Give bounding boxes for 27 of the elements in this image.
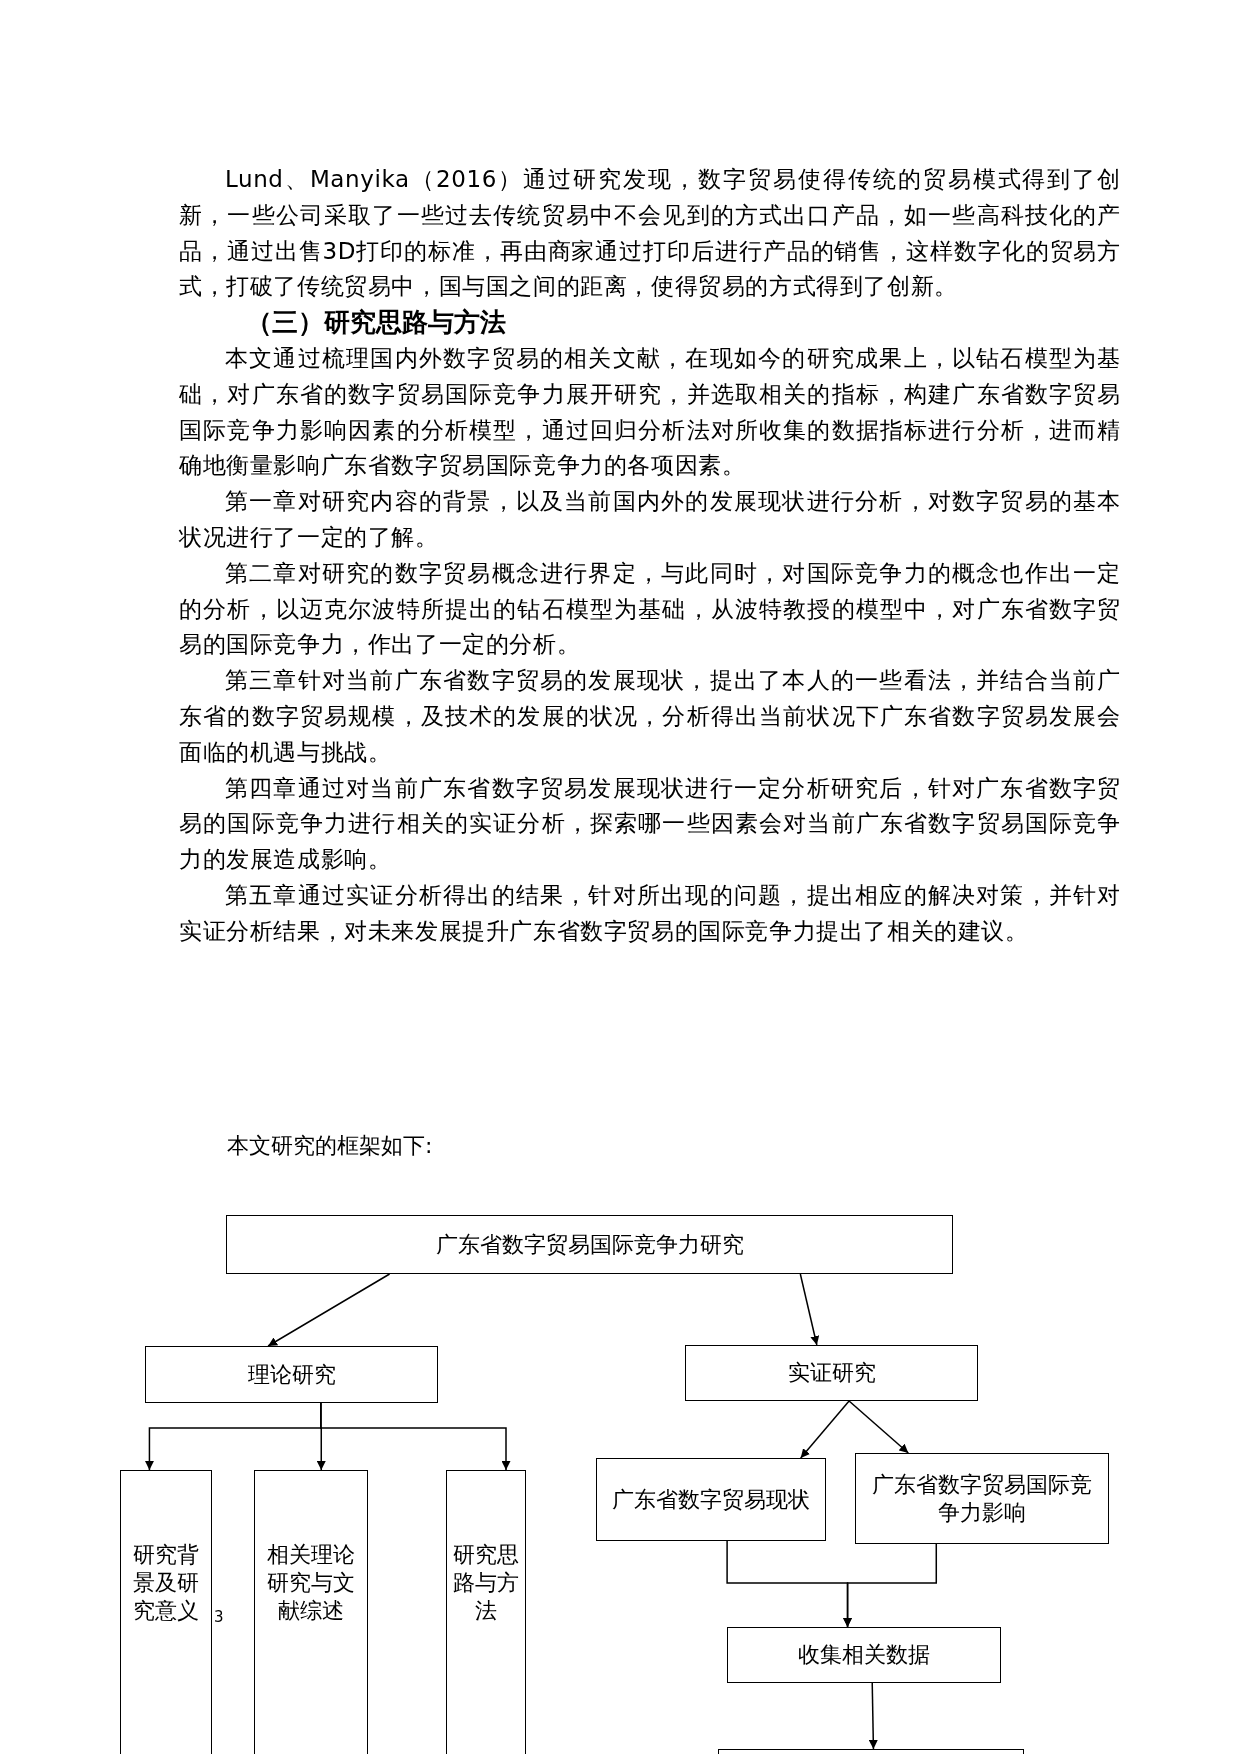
body-paragraph: 第四章通过对当前广东省数字贸易发展现状进行一定分析研究后，针对广东省数字贸易的国际竞争力进行相关的实证分析，探索哪一些因素会对当前广东省数字贸易国际竞争力的发展造成影响。 bbox=[179, 773, 1121, 875]
process-box: 理论研究 bbox=[145, 1346, 438, 1403]
process-box: 相关理论研究与文献综述 bbox=[254, 1470, 368, 1754]
intro-text: 本文研究的框架如下: bbox=[227, 1132, 433, 1160]
body-paragraph: 第二章对研究的数字贸易概念进行界定，与此同时，对国际竞争力的概念也作出一定的分析，以迈克尔波特所提出的钻石模型为基础，从波特教授的模型中，对广东省数字贸易的国际竞争力，作出了一定的分析。 bbox=[179, 558, 1121, 660]
process-box: 研究背景及研究意义 bbox=[120, 1470, 212, 1754]
body-paragraph: 第五章通过实证分析得出的结果，针对所出现的问题，提出相应的解决对策，并针对实证分析结果，对未来发展提升广东省数字贸易的国际竞争力提出了相关的建议。 bbox=[179, 880, 1121, 946]
body-paragraph: 第一章对研究内容的背景，以及当前国内外的发展现状进行分析，对数字贸易的基本状况进行了一定的了解。 bbox=[179, 487, 1121, 552]
arrow bbox=[267, 1273, 391, 1347]
page-number: 3 bbox=[214, 1608, 224, 1626]
process-box: 研究思路与方法 bbox=[446, 1470, 526, 1754]
body-paragraph: 第三章针对当前广东省数字贸易的发展现状，提出了本人的一些看法，并结合当前广东省的数字贸易规模，及技术的发展的状况，分析得出当前状况下广东省数字贸易发展会面临的机遇与挑战。 bbox=[179, 666, 1121, 767]
body-paragraph: Lund、Manyika（2016）通过研究发现，数字贸易使得传统的贸易模式得到了创新，一些公司采取了一些过去传统贸易中不会见到的方式出口产品，如一些高科技化的产品，通过出售3D打印的标准，再由商家通过打印后进行产品的销售，这样数字化的贸易方式，打破了传统贸易中，国与国之间的距离，使得贸易的方式得到了创新。 bbox=[179, 165, 1121, 302]
process-box: 收集相关数据 bbox=[727, 1627, 1001, 1683]
process-box: 广东省数字贸易国际竞争力研究 bbox=[226, 1215, 953, 1274]
process-box: 广东省数字贸易国际竞争力影响 bbox=[855, 1453, 1109, 1544]
arrow bbox=[320, 1402, 511, 1471]
arrow bbox=[848, 1400, 910, 1454]
arrow bbox=[868, 1682, 878, 1750]
arrow bbox=[843, 1543, 938, 1628]
body-paragraph: 本文通过梳理国内外数字贸易的相关文献，在现如今的研究成果上，以钻石模型为基础，对广东省的数字贸易国际竞争力展开研究，并选取相关的指标，构建广东省数字贸易国际竞争力影响因素的分析模型，通过回归分析法对所收集的数据指标进行分析，进而精确地衡量影响广东省数字贸易国际竞争力的各项因素。 bbox=[179, 344, 1121, 481]
empty-box bbox=[718, 1749, 1024, 1754]
arrow bbox=[799, 1273, 820, 1346]
process-box: 广东省数字贸易现状 bbox=[596, 1458, 826, 1541]
section-heading: （三）研究思路与方法 bbox=[245, 306, 507, 340]
process-box: 实证研究 bbox=[685, 1345, 978, 1401]
arrow bbox=[799, 1400, 850, 1459]
